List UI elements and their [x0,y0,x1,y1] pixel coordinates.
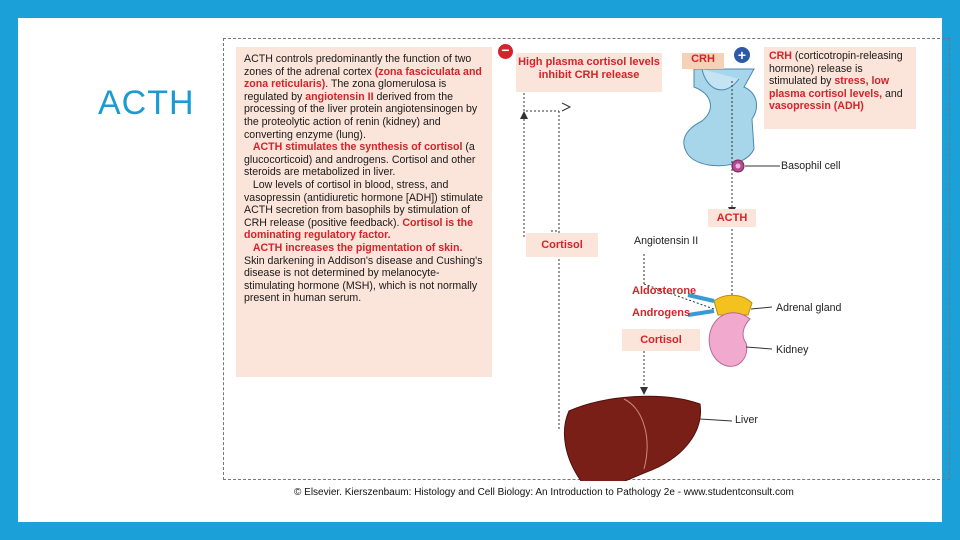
paragraph-4: ACTH increases the pigmentation of skin. [244,242,484,255]
diagram-svg [520,68,780,481]
crh-description-box: CRH (corticotropin-releasing hormone) re… [764,47,916,129]
aldosterone-arrow-icon [687,293,715,303]
basophil-nucleus-icon [735,163,741,169]
text-run-red: CRH [769,50,792,62]
acth-figure: ACTH controls predominantly the function… [223,38,950,498]
kidney-pointer-line [745,346,773,350]
text-run: (corticotropin-releasing hormone) releas… [769,50,903,87]
feedback-label-box: High plasma cortisol levels inhibit CRH … [516,53,662,92]
arrowhead-up-icon [520,111,528,119]
arrowhead-icon [561,102,572,112]
text-run-red: vasopressin (ADH) [769,100,864,112]
androgens-arrow-icon [687,309,715,317]
text-run: Low levels of cortisol in blood, stress,… [244,178,484,229]
cortisol-label-left: Cortisol [526,233,598,257]
slide-title: ACTH [98,84,195,122]
text-run: Skin darkening in Addison's disease and … [244,254,483,305]
text-run-red: ACTH stimulates the synthesis of cortiso… [252,141,463,154]
aldosterone-label: Aldosterone [632,285,697,297]
text-run: derived from the processing of the liver… [244,90,478,141]
text-run-red: Cortisol is the dominating regulatory fa… [244,216,474,242]
liver-icon [563,395,701,481]
adrenal-pointer-line [750,306,773,310]
text-run-red: angiotensin II [305,90,374,103]
text-run-red: (zona fasciculata and zona reticularis) [244,65,482,91]
paragraph-3: Low levels of cortisol in blood, stress,… [244,179,484,242]
adrenal-gland-label: Adrenal gland [776,302,842,314]
paragraph-2: ACTH stimulates the synthesis of cortiso… [244,141,484,179]
feedback-label-line-2: inhibit CRH release [538,69,640,81]
liver-pointer-line [699,418,733,422]
liver-label: Liver [735,414,758,426]
adrenal-gland-icon [713,294,753,316]
arrowhead-down-icon [640,387,648,395]
inhibition-icon: − [498,43,513,59]
pituitary-gland-icon [683,68,757,167]
text-run-red: stress, low plasma cortisol levels, [769,75,890,100]
text-run: . The zona glomerulosa is regulated by [244,78,447,103]
basophil-cell-label: Basophil cell [781,160,841,172]
angiotensin-to-adrenal-line [643,283,715,310]
androgens-label: Androgens [632,307,691,319]
hypothalamus-stalk-icon [701,68,740,91]
text-run: and [882,87,903,100]
text-run: (a glucocorticoid) and androgens. Cortis… [244,141,476,179]
copyright-notice: © Elsevier. Kierszenbaum: Histology and … [294,487,794,498]
cortisol-label-bottom: Cortisol [622,329,700,351]
paragraph-1: ACTH controls predominantly the function… [244,53,484,141]
text-run-red: ACTH increases the pigmentation of skin. [252,241,463,254]
angiotensin-label: Angiotensin II [634,235,699,247]
crh-label: CRH [682,53,724,69]
kidney-icon [708,312,751,367]
text-run: ACTH controls predominantly the function… [244,53,472,78]
acth-label: ACTH [708,209,756,227]
kidney-label: Kidney [776,344,809,356]
acth-description-textbox: ACTH controls predominantly the function… [236,47,492,377]
paragraph-5: Skin darkening in Addison's disease and … [244,255,484,305]
stimulation-icon: + [734,47,750,63]
liver-lobe-divider [623,398,648,470]
slide: ACTH ACTH controls predominantly the fun… [18,18,950,522]
feedback-label-line-1: High plasma cortisol levels [518,56,660,68]
